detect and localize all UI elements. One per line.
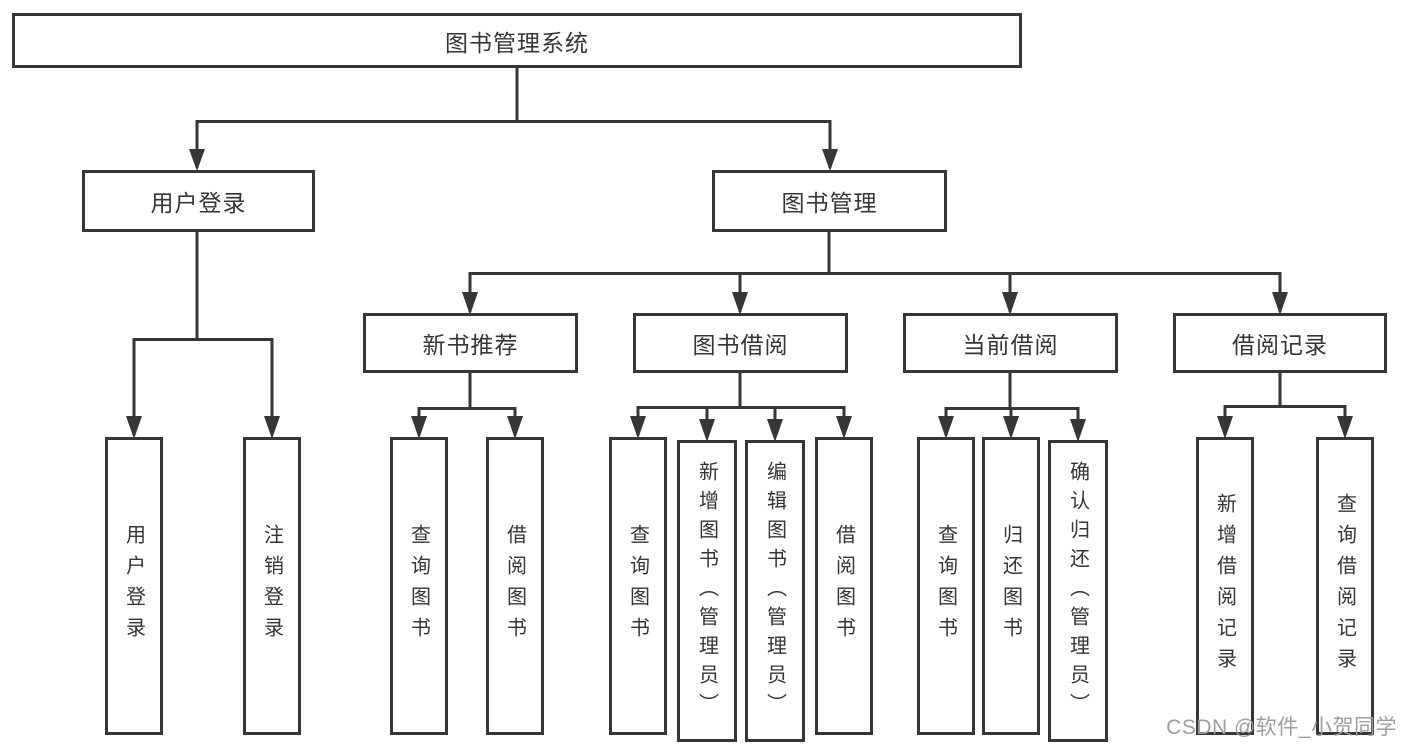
- leaf-logout-login: 注销登录: [243, 437, 301, 735]
- leaf-confirm-return-admin-label: 确认归还（管理员）: [1066, 460, 1089, 722]
- leaf-query-books-recommend: 查询图书: [390, 437, 448, 735]
- node-borrow-records: 借阅记录: [1173, 313, 1387, 373]
- node-user-login: 用户登录: [82, 170, 315, 232]
- leaf-query-books-borrow-label: 查询图书: [626, 524, 649, 648]
- leaf-query-books-recommend-label: 查询图书: [407, 524, 430, 648]
- node-book-borrow-label: 图书借阅: [692, 332, 789, 358]
- node-library-system: 图书管理系统: [12, 13, 1022, 68]
- arrowheads: [126, 149, 1353, 442]
- leaf-borrow-books-recommend-label: 借阅图书: [503, 524, 526, 648]
- leaf-return-book-label: 归还图书: [999, 524, 1022, 648]
- leaf-borrow-books-label: 借阅图书: [832, 524, 855, 648]
- leaf-add-borrow-record-label: 新增借阅记录: [1213, 493, 1236, 679]
- leaf-return-book: 归还图书: [982, 437, 1040, 735]
- leaf-add-book-admin-label: 新增图书（管理员）: [695, 460, 718, 722]
- leaf-user-login-label: 用户登录: [122, 524, 145, 648]
- csdn-watermark: CSDN @软件_小贺同学: [1166, 716, 1397, 739]
- node-current-borrow-label: 当前借阅: [962, 332, 1059, 358]
- leaf-user-login: 用户登录: [105, 437, 163, 735]
- leaf-query-books-current-label: 查询图书: [934, 524, 957, 648]
- node-user-login-label: 用户登录: [150, 190, 247, 216]
- leaf-edit-book-admin-label: 编辑图书（管理员）: [763, 460, 786, 722]
- leaf-borrow-books-recommend: 借阅图书: [486, 437, 544, 735]
- leaf-borrow-books: 借阅图书: [815, 437, 873, 735]
- node-book-management: 图书管理: [712, 170, 947, 232]
- node-book-borrow: 图书借阅: [633, 313, 848, 373]
- leaf-query-books-borrow: 查询图书: [609, 437, 667, 735]
- leaf-query-borrow-record: 查询借阅记录: [1316, 437, 1374, 735]
- leaf-edit-book-admin: 编辑图书（管理员）: [745, 440, 805, 742]
- leaf-add-book-admin: 新增图书（管理员）: [677, 440, 737, 742]
- node-borrow-records-label: 借阅记录: [1232, 332, 1328, 358]
- node-current-borrow: 当前借阅: [903, 313, 1118, 373]
- leaf-confirm-return-admin: 确认归还（管理员）: [1048, 440, 1108, 742]
- node-new-book-recommend: 新书推荐: [363, 313, 578, 373]
- node-new-book-recommend-label: 新书推荐: [422, 332, 519, 358]
- leaf-query-books-current: 查询图书: [917, 437, 975, 735]
- leaf-logout-login-label: 注销登录: [260, 524, 283, 648]
- node-library-system-label: 图书管理系统: [445, 29, 589, 56]
- leaf-query-borrow-record-label: 查询借阅记录: [1333, 493, 1356, 679]
- node-book-management-label: 图书管理: [781, 190, 878, 216]
- leaf-add-borrow-record: 新增借阅记录: [1196, 437, 1254, 735]
